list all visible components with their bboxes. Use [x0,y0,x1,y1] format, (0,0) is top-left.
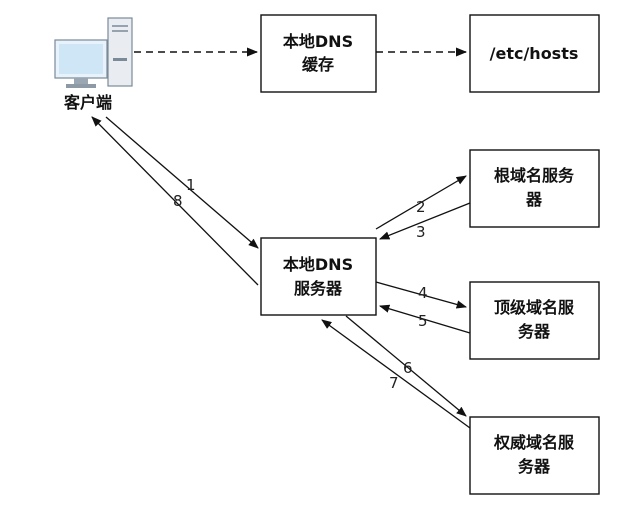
auth-ns-label-line2: 务器 [518,457,551,476]
arrow-step-8 [91,116,259,286]
hosts-file-label: /etc/hosts [490,44,579,63]
arrow-step-5 [379,304,471,334]
arrow-step-4 [375,281,468,309]
dns-cache-label-line1: 本地DNS [283,32,353,51]
root-ns-label-line1: 根域名服务 [494,166,575,185]
local-dns-label-line2: 服务器 [294,279,343,298]
arrow-step-7 [321,319,471,429]
root-nameserver-node: 根域名服务 器 [469,149,600,228]
arrow-step-2 [375,175,467,230]
step-label-6: 6 [403,359,413,377]
auth-ns-label-line1: 权威域名服 [493,433,575,452]
client-label: 客户端 [64,93,112,112]
tld-nameserver-node: 顶级域名服 务器 [469,281,600,360]
tld-ns-label-line2: 务器 [518,322,551,341]
step-label-4: 4 [418,284,428,302]
step-label-7: 7 [389,374,399,392]
step-label-8: 8 [173,192,183,210]
arrow-step-3 [379,202,471,240]
arrow-step-1 [105,116,259,249]
tld-ns-label-line1: 顶级域名服 [494,298,575,317]
step-label-1: 1 [186,176,196,194]
hosts-file-node: /etc/hosts [469,14,600,93]
step-label-5: 5 [418,312,428,330]
step-label-2: 2 [416,198,426,216]
step-label-3: 3 [416,223,426,241]
dns-cache-node: 本地DNS 缓存 [260,14,377,93]
local-dns-label-line1: 本地DNS [283,255,353,274]
root-ns-label-line2: 器 [525,190,543,209]
dns-cache-label-line2: 缓存 [301,55,334,74]
authoritative-nameserver-node: 权威域名服 务器 [469,416,600,495]
computer-icon [54,17,133,88]
arrow-step-6 [345,315,467,417]
local-dns-server-node: 本地DNS 服务器 [260,237,377,316]
